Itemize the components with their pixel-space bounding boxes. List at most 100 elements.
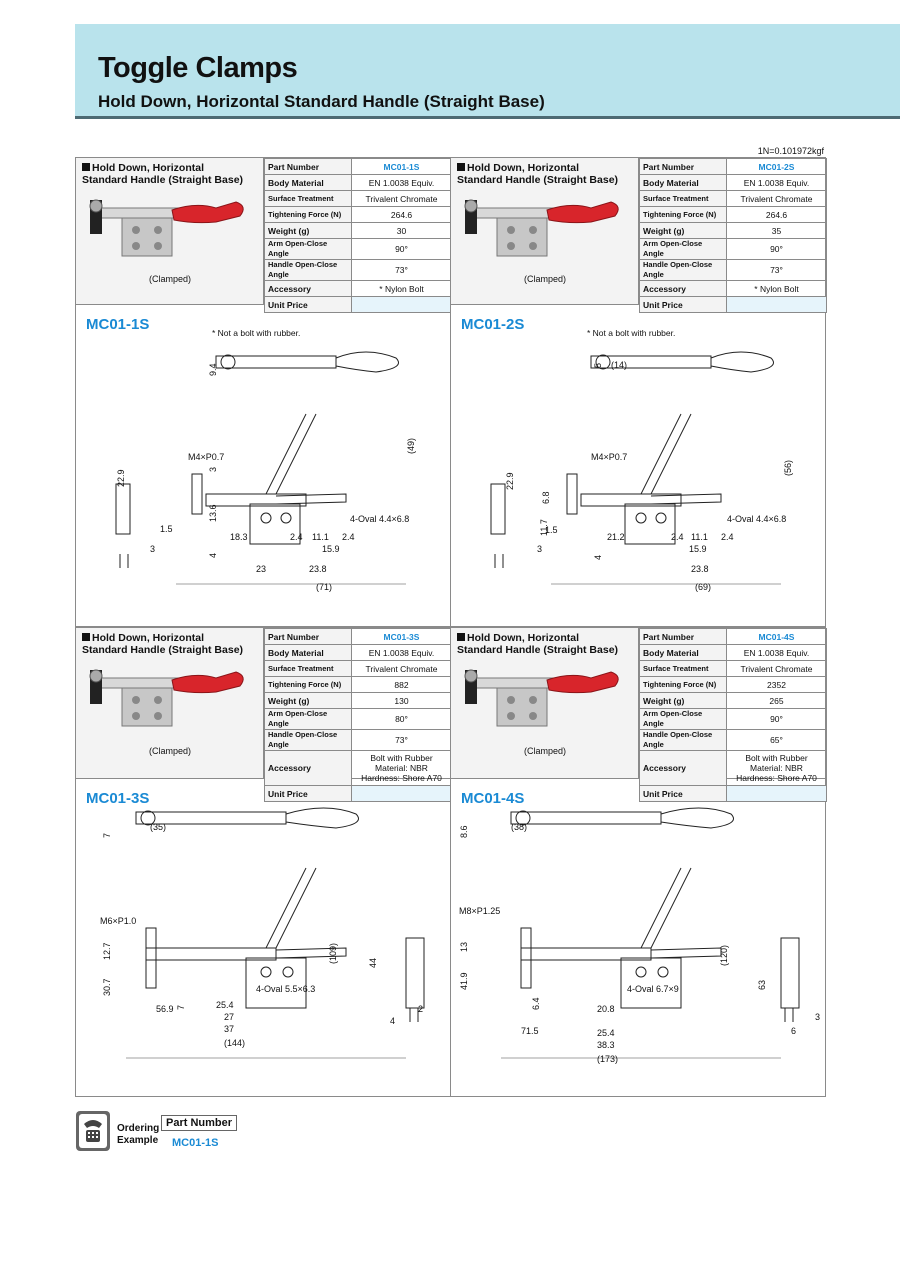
drawing-title: MC01-2S bbox=[461, 316, 525, 333]
spec-key: Arm Open-Close Angle bbox=[639, 238, 727, 260]
product-photo bbox=[464, 199, 619, 257]
oval-hole-label: 4-Oval 6.7×9 bbox=[627, 984, 679, 994]
drawing-note: * Not a bolt with rubber. bbox=[587, 328, 676, 338]
drawing-area: MC01-1S * Not a bolt with rubber. M4×P0.… bbox=[76, 304, 452, 628]
spec-key: Surface Treatment bbox=[639, 190, 727, 207]
dimension-label: 2.4 bbox=[290, 532, 303, 542]
spec-value: Trivalent Chromate bbox=[726, 660, 827, 677]
spec-key: Unit Price bbox=[639, 785, 727, 802]
part-number-value: MC01-3S bbox=[351, 628, 452, 645]
spec-key: Arm Open-Close Angle bbox=[639, 708, 727, 730]
spec-row-weight: Weight (g)30 bbox=[264, 222, 452, 239]
thread-spec-label: M6×P1.0 bbox=[100, 916, 137, 926]
dimension-label: 2.4 bbox=[342, 532, 355, 542]
spec-header: Hold Down, Horizontal Standard Handle (S… bbox=[76, 628, 452, 802]
technical-drawing bbox=[501, 807, 800, 1059]
product-photo-area: Hold Down, Horizontal Standard Handle (S… bbox=[76, 158, 264, 304]
dimension-label: 3 bbox=[208, 466, 218, 472]
spec-value: * Nylon Bolt bbox=[726, 280, 827, 297]
dimension-label: 21.2 bbox=[607, 532, 625, 542]
spec-key: Surface Treatment bbox=[264, 190, 352, 207]
dimension-label: 3 bbox=[537, 544, 543, 554]
spec-value: 265 bbox=[726, 692, 827, 709]
spec-value: EN 1.0038 Equiv. bbox=[726, 174, 827, 191]
spec-value: Bolt with Rubber Material: NBR Hardness:… bbox=[726, 750, 827, 786]
product-photo-area: Hold Down, Horizontal Standard Handle (S… bbox=[451, 158, 639, 304]
photo-caption: (Clamped) bbox=[148, 746, 191, 756]
dimension-label: (109) bbox=[328, 942, 338, 964]
spec-key: Accessory bbox=[639, 280, 727, 297]
dimension-label: 6.4 bbox=[531, 997, 541, 1010]
photo-caption: (Clamped) bbox=[523, 746, 566, 756]
page-title: Toggle Clamps bbox=[98, 52, 298, 84]
unit-price-value bbox=[726, 296, 827, 313]
spec-row-force: Tightening Force (N)2352 bbox=[639, 676, 827, 693]
spec-row-weight: Weight (g)265 bbox=[639, 692, 827, 709]
header-band bbox=[75, 24, 900, 116]
dimension-label: (69) bbox=[695, 582, 712, 592]
spec-key: Arm Open-Close Angle bbox=[264, 708, 352, 730]
technical-drawing bbox=[126, 807, 425, 1059]
spec-row-weight: Weight (g)130 bbox=[264, 692, 452, 709]
spec-key: Tightening Force (N) bbox=[639, 206, 727, 223]
spec-header: Hold Down, Horizontal Standard Handle (S… bbox=[451, 628, 827, 802]
spec-value: 90° bbox=[351, 238, 452, 260]
spec-row-force: Tightening Force (N)264.6 bbox=[264, 206, 452, 223]
part-number-value: MC01-1S bbox=[351, 158, 452, 175]
dimension-label: 2.4 bbox=[671, 532, 684, 542]
spec-value: 73° bbox=[726, 259, 827, 281]
spec-key: Body Material bbox=[639, 644, 727, 661]
spec-key: Weight (g) bbox=[639, 222, 727, 239]
spec-value: Trivalent Chromate bbox=[351, 190, 452, 207]
spec-key: Part Number bbox=[264, 158, 352, 175]
dimension-label: (56) bbox=[783, 459, 793, 476]
dimension-label: 71.5 bbox=[521, 1026, 539, 1036]
product-caption: Hold Down, Horizontal Standard Handle (S… bbox=[457, 162, 627, 186]
drawing-area: MC01-2S * Not a bolt with rubber. M4×P0.… bbox=[451, 304, 827, 628]
dimension-label: (173) bbox=[597, 1054, 619, 1064]
spec-value: * Nylon Bolt bbox=[351, 280, 452, 297]
dimension-label: 30.7 bbox=[102, 978, 112, 996]
oval-hole-label: 4-Oval 4.4×6.8 bbox=[350, 514, 410, 524]
dimension-label: 6.8 bbox=[541, 491, 551, 504]
dimension-label: 4 bbox=[208, 552, 218, 558]
dimension-label: 12.7 bbox=[102, 942, 112, 960]
dimension-label: 15.9 bbox=[689, 544, 707, 554]
spec-key: Accessory bbox=[639, 750, 727, 786]
spec-value: EN 1.0038 Equiv. bbox=[351, 644, 452, 661]
spec-value: 130 bbox=[351, 692, 452, 709]
dimension-label: (144) bbox=[224, 1038, 246, 1048]
dimension-label: 23 bbox=[256, 564, 267, 574]
dimension-label: 5 bbox=[593, 362, 603, 368]
spec-key: Body Material bbox=[264, 174, 352, 191]
spec-header: Hold Down, Horizontal Standard Handle (S… bbox=[76, 158, 452, 313]
unit-price-value bbox=[351, 296, 452, 313]
spec-row-weight: Weight (g)35 bbox=[639, 222, 827, 239]
product-photo bbox=[89, 199, 244, 257]
thread-spec-label: M4×P0.7 bbox=[591, 452, 628, 462]
product-photo bbox=[464, 669, 619, 727]
product-caption: Hold Down, Horizontal Standard Handle (S… bbox=[457, 632, 627, 656]
spec-value: 90° bbox=[726, 238, 827, 260]
spec-header: Hold Down, Horizontal Standard Handle (S… bbox=[451, 158, 827, 313]
spec-row-price: Unit Price bbox=[639, 785, 827, 802]
thread-spec-label: M8×P1.25 bbox=[459, 906, 501, 916]
dimension-label: 63 bbox=[757, 979, 767, 990]
spec-row-force: Tightening Force (N)264.6 bbox=[639, 206, 827, 223]
dimension-label: 1.5 bbox=[160, 524, 173, 534]
dimension-label: 56.9 bbox=[156, 1004, 174, 1014]
